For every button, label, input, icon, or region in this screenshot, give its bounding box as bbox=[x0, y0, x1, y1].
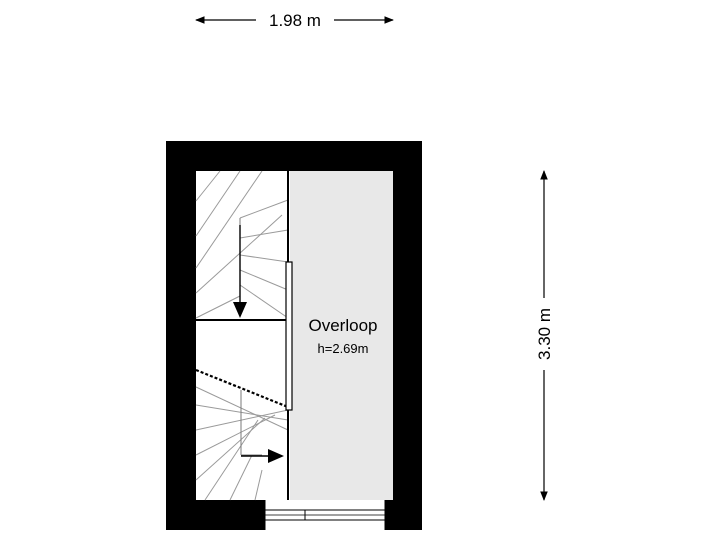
balustrade bbox=[285, 261, 293, 411]
width-dimension-label: 1.98 m bbox=[269, 11, 321, 30]
room-height: h=2.69m bbox=[318, 341, 369, 356]
stair-arrow-down-icon bbox=[233, 302, 247, 318]
width-dimension: 1.98 m bbox=[195, 11, 394, 30]
stair-arrow-right-icon bbox=[268, 449, 284, 463]
window bbox=[264, 500, 386, 530]
room-name: Overloop bbox=[309, 316, 378, 335]
landing-floor bbox=[290, 171, 393, 500]
lower-stair-flight bbox=[195, 386, 289, 501]
handrail-dashed bbox=[195, 368, 289, 409]
height-dimension: 3.30 m bbox=[535, 170, 554, 501]
height-dimension-label: 3.30 m bbox=[535, 308, 554, 360]
